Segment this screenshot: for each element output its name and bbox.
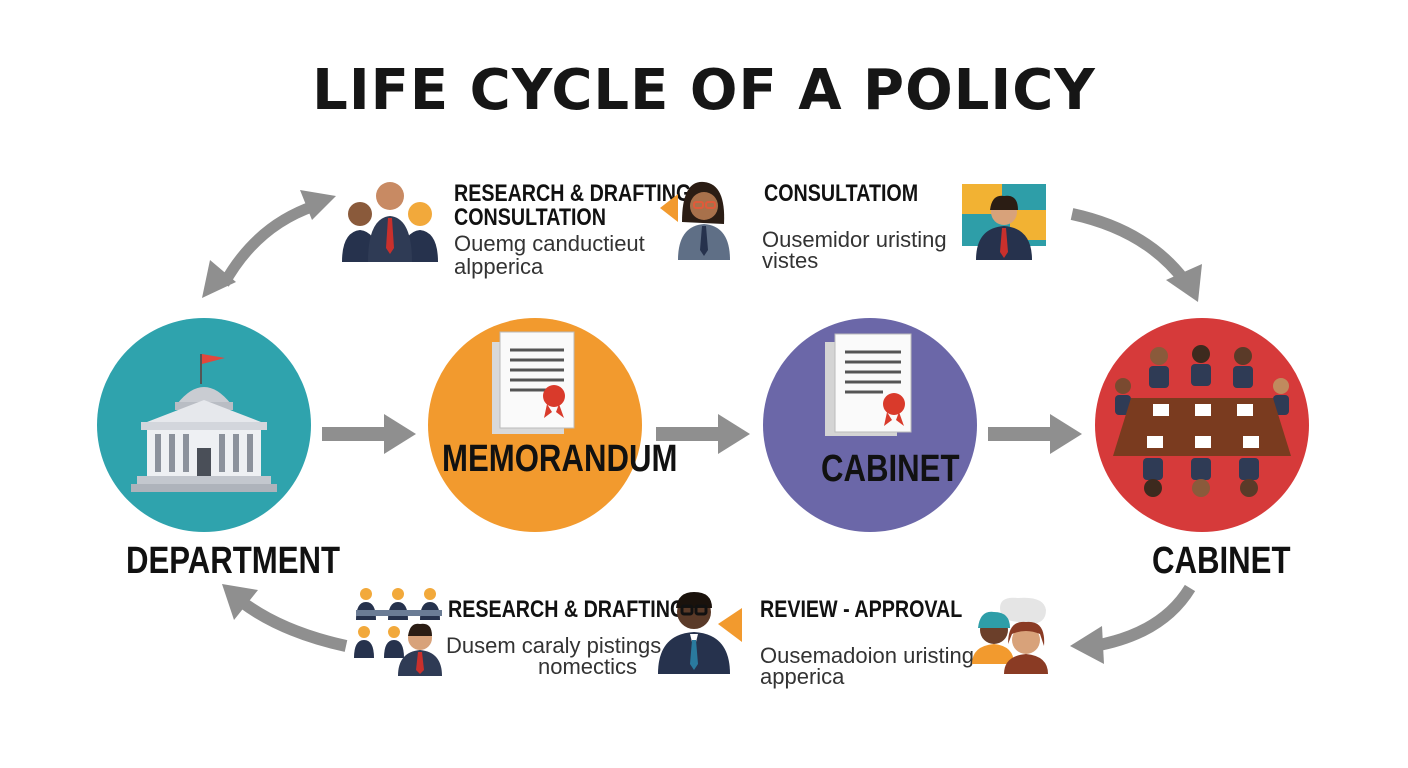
memorandum-label: MEMORANDUM <box>442 438 678 480</box>
people-group-icon <box>354 588 442 676</box>
department-label: DEPARTMENT <box>126 540 341 582</box>
person-icon <box>962 184 1046 260</box>
arrow-curved-top-right <box>1070 208 1202 302</box>
cabinet-right-label: CABINET <box>1152 540 1291 582</box>
top-right-heading: CONSULTATIOM <box>764 180 919 207</box>
bottom-right-desc-1: Ousemadoion uristing <box>760 643 975 668</box>
top-left-heading-1: RESEARCH & DRAFTING <box>454 180 692 207</box>
bottom-left-heading: RESEARCH & DRAFTING <box>448 596 686 623</box>
document-seal-icon <box>825 333 912 436</box>
capitol-building-icon <box>131 354 277 492</box>
cabinet-circle-right <box>1095 318 1309 532</box>
arrow-curved-bottom-right <box>1070 584 1196 664</box>
person-icon <box>658 592 742 674</box>
arrow-curved-top-left <box>202 190 336 298</box>
arrow-right-2 <box>656 414 750 454</box>
page-title: LIFE CYCLE OF A POLICY <box>312 58 1096 123</box>
arrow-curved-bottom-left <box>222 584 348 652</box>
arrow-right-3 <box>988 414 1082 454</box>
cabinet-middle-label: CABINET <box>821 448 960 490</box>
arrow-right-1 <box>322 414 416 454</box>
department-circle <box>97 318 311 532</box>
top-left-heading-2: CONSULTATION <box>454 204 606 231</box>
top-right-desc-2: vistes <box>762 248 819 273</box>
person-icon <box>660 181 730 260</box>
bottom-right-heading: REVIEW - APPROVAL <box>760 596 963 623</box>
people-group-icon <box>342 182 438 262</box>
people-group-icon <box>972 597 1048 674</box>
bottom-left-desc-1: Dusem caraly pistings <box>446 633 662 658</box>
top-left-desc-2: alpperica <box>454 254 544 279</box>
document-seal-icon <box>492 331 575 434</box>
bottom-right-desc-2: apperica <box>760 664 845 689</box>
memorandum-circle: MEMORANDUM <box>428 318 677 532</box>
bottom-left-desc-2: nomectics <box>538 654 638 679</box>
cabinet-circle-middle: CABINET <box>763 318 977 532</box>
top-right-desc-1: Ousemidor uristing <box>762 227 947 252</box>
top-left-desc-1: Ouemg canductiеut <box>454 231 645 256</box>
meeting-table-icon <box>1113 345 1291 497</box>
